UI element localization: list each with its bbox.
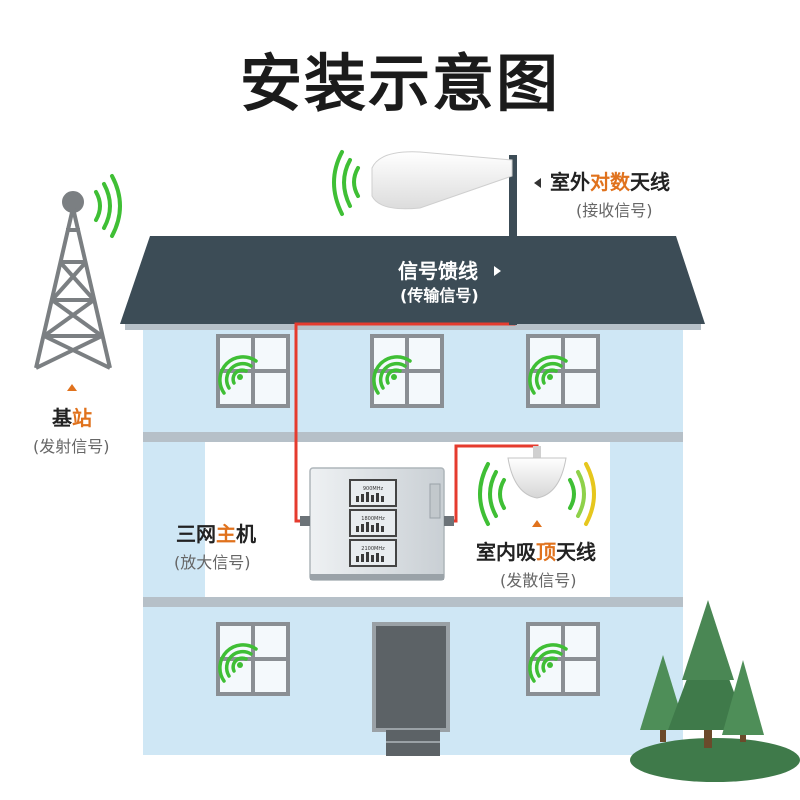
label-text: 室外 xyxy=(550,170,590,194)
label-highlight: 站 xyxy=(72,406,92,430)
host-module-label: 2100MHz xyxy=(361,546,385,552)
outdoor-antenna-sublabel: (接收信号) xyxy=(576,201,653,220)
window-upper-middle xyxy=(370,334,444,408)
label-text: 天线 xyxy=(630,170,670,194)
ceiling-antenna-label: 室内吸顶天线 xyxy=(476,540,596,564)
page-title: 安装示意图 xyxy=(239,47,560,120)
feeder-sublabel: (传输信号) xyxy=(400,286,479,305)
label-text: 室内吸 xyxy=(476,540,536,564)
feeder-label: 信号馈线 xyxy=(398,259,478,283)
host-connector-right xyxy=(444,516,454,526)
ceiling-antenna-sublabel: (发散信号) xyxy=(500,571,577,590)
host-module-label: 1800MHz xyxy=(361,516,385,522)
floor-band-upper xyxy=(143,432,683,442)
tree xyxy=(668,600,748,748)
base-station-label: 基站 xyxy=(52,406,92,430)
pointer-left-icon xyxy=(534,178,541,188)
base-station-tower xyxy=(34,191,112,370)
host-module-900 xyxy=(349,479,397,507)
label-highlight: 顶 xyxy=(536,540,556,564)
label-text: 三网 xyxy=(176,522,216,546)
host-connector-left xyxy=(300,516,310,526)
windows xyxy=(216,334,600,696)
antenna-body xyxy=(371,151,513,210)
eave-band xyxy=(125,322,701,330)
ground-strip xyxy=(143,755,703,800)
label-text: 机 xyxy=(236,522,256,546)
signal-icon xyxy=(218,355,258,395)
host-sublabel: (放大信号) xyxy=(174,553,251,572)
label-highlight: 对数 xyxy=(590,170,630,194)
signal-icon xyxy=(372,355,412,395)
host-label: 三网主机 xyxy=(176,522,256,546)
outdoor-antenna-label: 室外对数天线 xyxy=(550,170,670,194)
trees xyxy=(630,600,800,782)
tree xyxy=(722,660,764,742)
host-module-1800 xyxy=(349,509,397,537)
label-highlight: 主 xyxy=(216,522,236,546)
signal-icon xyxy=(528,643,568,683)
roof xyxy=(120,236,705,324)
window-signal-icons xyxy=(218,355,568,683)
grass-mound xyxy=(630,738,800,782)
ceiling-antenna xyxy=(507,446,567,499)
label-text: 天线 xyxy=(556,540,596,564)
outdoor-antenna-signal xyxy=(332,150,360,216)
antenna-mast xyxy=(509,155,517,325)
pointer-up-icon xyxy=(532,520,542,527)
host-module-2100 xyxy=(349,539,397,567)
signal-icon xyxy=(218,643,258,683)
repeater-host: 900MHz 1800MHz 2100MHz xyxy=(300,467,454,581)
signal-icon xyxy=(528,355,568,395)
door xyxy=(372,622,450,756)
ceiling-antenna-dome xyxy=(507,457,567,499)
base-station-signal xyxy=(94,174,122,238)
pointer-right-icon xyxy=(494,266,501,276)
label-text: 基 xyxy=(52,406,72,430)
base-station-sublabel: (发射信号) xyxy=(33,437,110,456)
outdoor-antenna xyxy=(371,151,517,325)
tree xyxy=(640,655,686,742)
ceiling-antenna-signal xyxy=(478,462,596,526)
pointer-up-icon xyxy=(67,384,77,391)
host-module-label: 900MHz xyxy=(363,486,384,492)
floor-band-lower xyxy=(143,597,683,607)
